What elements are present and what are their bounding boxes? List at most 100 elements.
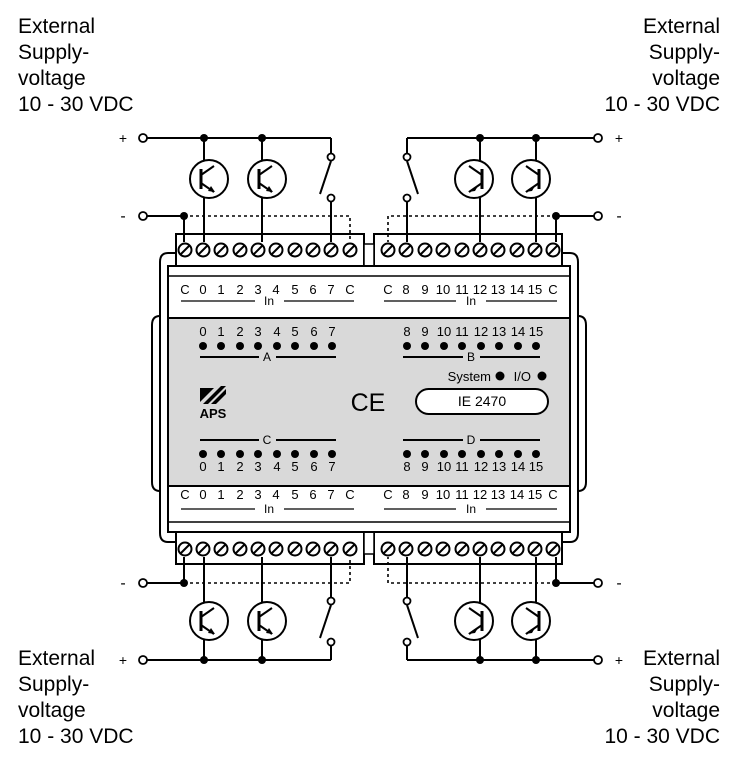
screw-slot xyxy=(325,244,337,256)
led-number: 12 xyxy=(474,324,488,339)
terminal-number: 6 xyxy=(309,487,316,502)
led-number: 11 xyxy=(455,324,469,339)
emitter-arrow xyxy=(208,186,215,192)
in-label: In xyxy=(466,502,476,516)
screw-slot xyxy=(197,244,209,256)
terminal-number: C xyxy=(548,487,557,502)
switch-contact xyxy=(402,152,412,162)
housing-right-rail xyxy=(562,252,579,543)
status-io-label: I/O xyxy=(514,369,531,384)
screw-slot xyxy=(492,244,504,256)
switch-contact xyxy=(326,596,336,606)
led-number: 0 xyxy=(199,459,206,474)
input-led xyxy=(310,342,318,350)
screw-slot xyxy=(289,543,301,555)
input-led xyxy=(199,450,207,458)
switch-lever xyxy=(319,160,332,195)
transistor xyxy=(454,601,494,641)
screw-slot xyxy=(419,543,431,555)
terminal-number: 10 xyxy=(436,282,450,297)
led-number: 2 xyxy=(236,324,243,339)
terminal-number: 6 xyxy=(309,282,316,297)
led-number: 13 xyxy=(492,324,506,339)
input-led xyxy=(273,342,281,350)
led-number: 5 xyxy=(291,324,298,339)
terminal-number: 12 xyxy=(473,282,487,297)
common-return-dashed xyxy=(184,215,351,242)
screw-slot xyxy=(215,244,227,256)
led-number: 4 xyxy=(273,459,280,474)
transistor xyxy=(454,159,494,199)
polarity-plus: + xyxy=(119,130,127,146)
io-led xyxy=(537,371,547,381)
terminal-number: 14 xyxy=(510,487,524,502)
switch-contact xyxy=(402,637,412,647)
polarity-plus: + xyxy=(119,652,127,668)
common-return-dashed xyxy=(387,557,556,584)
screw-slot xyxy=(289,244,301,256)
terminal-number: 13 xyxy=(491,282,505,297)
led-number: 10 xyxy=(437,459,451,474)
terminal-number: C xyxy=(180,487,189,502)
input-led xyxy=(217,450,225,458)
screw-slot xyxy=(179,244,191,256)
terminal-number: C xyxy=(345,487,354,502)
supply-label-top-right: External Supply- voltage 10 - 30 VDC xyxy=(604,15,720,116)
group-label-b: B xyxy=(467,350,475,364)
input-led xyxy=(291,342,299,350)
terminal-number: 9 xyxy=(421,282,428,297)
input-led xyxy=(421,342,429,350)
led-number: 10 xyxy=(437,324,451,339)
supply-plus-terminal xyxy=(138,655,148,665)
terminal-number: 2 xyxy=(236,487,243,502)
screw-slot xyxy=(344,543,356,555)
emitter-arrow xyxy=(468,186,478,192)
input-led xyxy=(254,342,262,350)
screw-slot xyxy=(252,244,264,256)
terminal-number: 2 xyxy=(236,282,243,297)
input-led xyxy=(495,450,503,458)
terminal-number: 5 xyxy=(291,487,298,502)
transistor-collector xyxy=(525,607,540,618)
terminal-number: 7 xyxy=(327,487,334,502)
screw-slot xyxy=(270,244,282,256)
led-number: 3 xyxy=(254,459,261,474)
terminal-number: 12 xyxy=(473,487,487,502)
terminal-number: C xyxy=(383,487,392,502)
screw-slot xyxy=(437,543,449,555)
screw-slot xyxy=(547,244,559,256)
input-led xyxy=(236,342,244,350)
polarity-plus: + xyxy=(615,130,623,146)
supply-label-top-left: External Supply- voltage 10 - 30 VDC xyxy=(18,15,134,116)
screw-slot xyxy=(456,244,468,256)
terminal-number: C xyxy=(180,282,189,297)
supply-minus-terminal xyxy=(138,578,148,588)
supply-minus-terminal xyxy=(593,211,603,221)
terminal-number: 1 xyxy=(217,487,224,502)
model-number: IE 2470 xyxy=(458,393,506,409)
led-number: 9 xyxy=(421,459,428,474)
terminal-number: 1 xyxy=(217,282,224,297)
screw-slot xyxy=(197,543,209,555)
screw-slot xyxy=(382,543,394,555)
terminal-number: 7 xyxy=(327,282,334,297)
housing-left-rail xyxy=(159,252,176,543)
wiring xyxy=(138,133,603,665)
terminal-number: 14 xyxy=(510,282,524,297)
aps-logo-mark xyxy=(200,388,214,402)
screw-slot xyxy=(511,244,523,256)
input-led xyxy=(440,450,448,458)
common-return-dashed xyxy=(184,557,351,584)
input-led xyxy=(495,342,503,350)
led-number: 12 xyxy=(474,459,488,474)
screw-slot xyxy=(547,543,559,555)
led-number: 9 xyxy=(421,324,428,339)
screw-slot xyxy=(492,543,504,555)
terminal-number: 15 xyxy=(528,282,542,297)
input-led xyxy=(477,450,485,458)
block-gap-top xyxy=(363,243,375,267)
transistor-collector xyxy=(468,165,483,176)
switch-contact xyxy=(326,637,336,647)
supply-minus-terminal xyxy=(138,211,148,221)
transistor xyxy=(247,601,287,641)
